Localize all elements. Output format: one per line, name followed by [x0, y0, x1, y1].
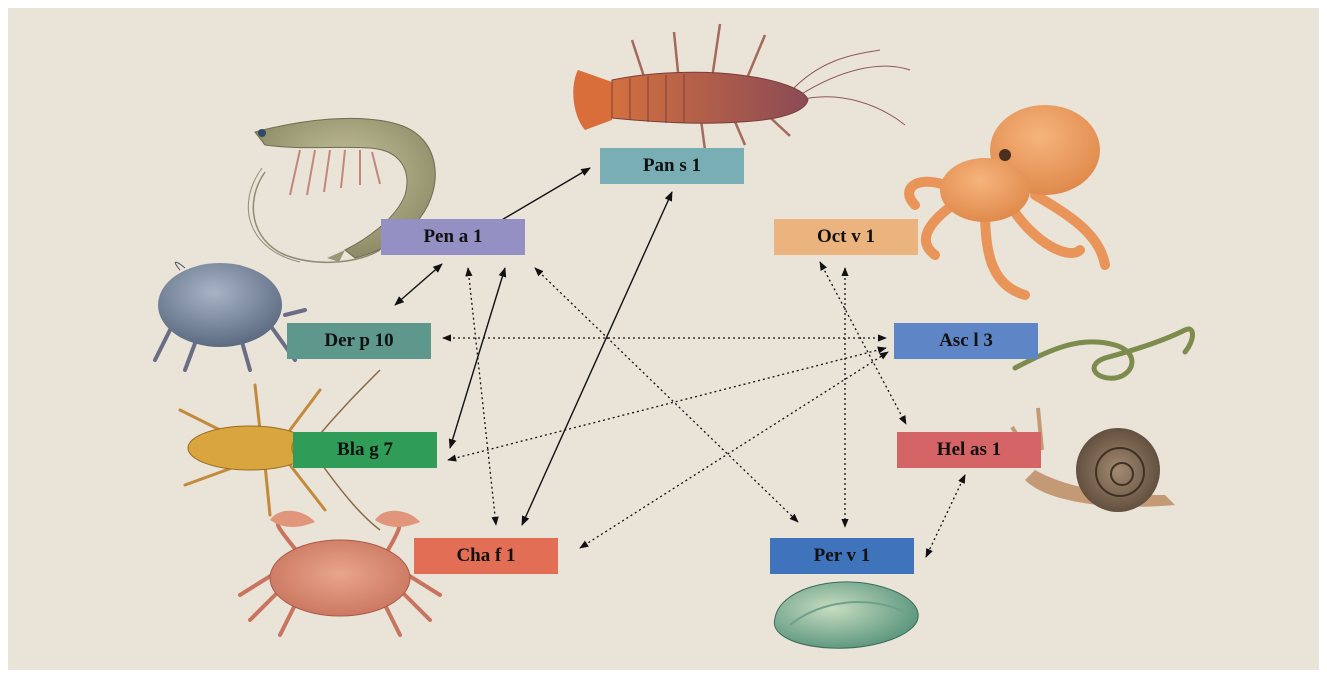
- dust-mite-illustration: [155, 262, 305, 370]
- allergen-label-oct-v-1: Oct v 1: [774, 219, 918, 255]
- link-cha_f_1-asc_l_3: [580, 352, 888, 548]
- link-bla_g_7-asc_l_3: [448, 348, 886, 460]
- allergen-label-cha-f-1: Cha f 1: [414, 538, 558, 574]
- link-pen_a_1-per_v_1: [535, 268, 798, 522]
- allergen-label-pen-a-1: Pen a 1: [381, 219, 525, 255]
- allergen-label-per-v-1: Per v 1: [770, 538, 914, 574]
- link-pan_s_1-cha_f_1: [522, 192, 672, 525]
- allergen-label-bla-g-7: Bla g 7: [293, 432, 437, 468]
- roundworm-illustration: [1015, 329, 1193, 378]
- link-pen_a_1-der_p_10: [395, 264, 442, 305]
- octopus-illustration: [909, 105, 1105, 295]
- link-pen_a_1-cha_f_1: [468, 268, 496, 525]
- crab-illustration: [240, 511, 440, 635]
- allergen-label-hel-as-1: Hel as 1: [897, 432, 1041, 468]
- allergen-label-der-p-10: Der p 10: [287, 323, 431, 359]
- lobster-illustration: [573, 24, 910, 150]
- link-hel_as_1-per_v_1: [926, 475, 965, 557]
- mussel-illustration: [774, 582, 918, 648]
- allergen-label-pan-s-1: Pan s 1: [600, 148, 744, 184]
- allergen-label-asc-l-3: Asc l 3: [894, 323, 1038, 359]
